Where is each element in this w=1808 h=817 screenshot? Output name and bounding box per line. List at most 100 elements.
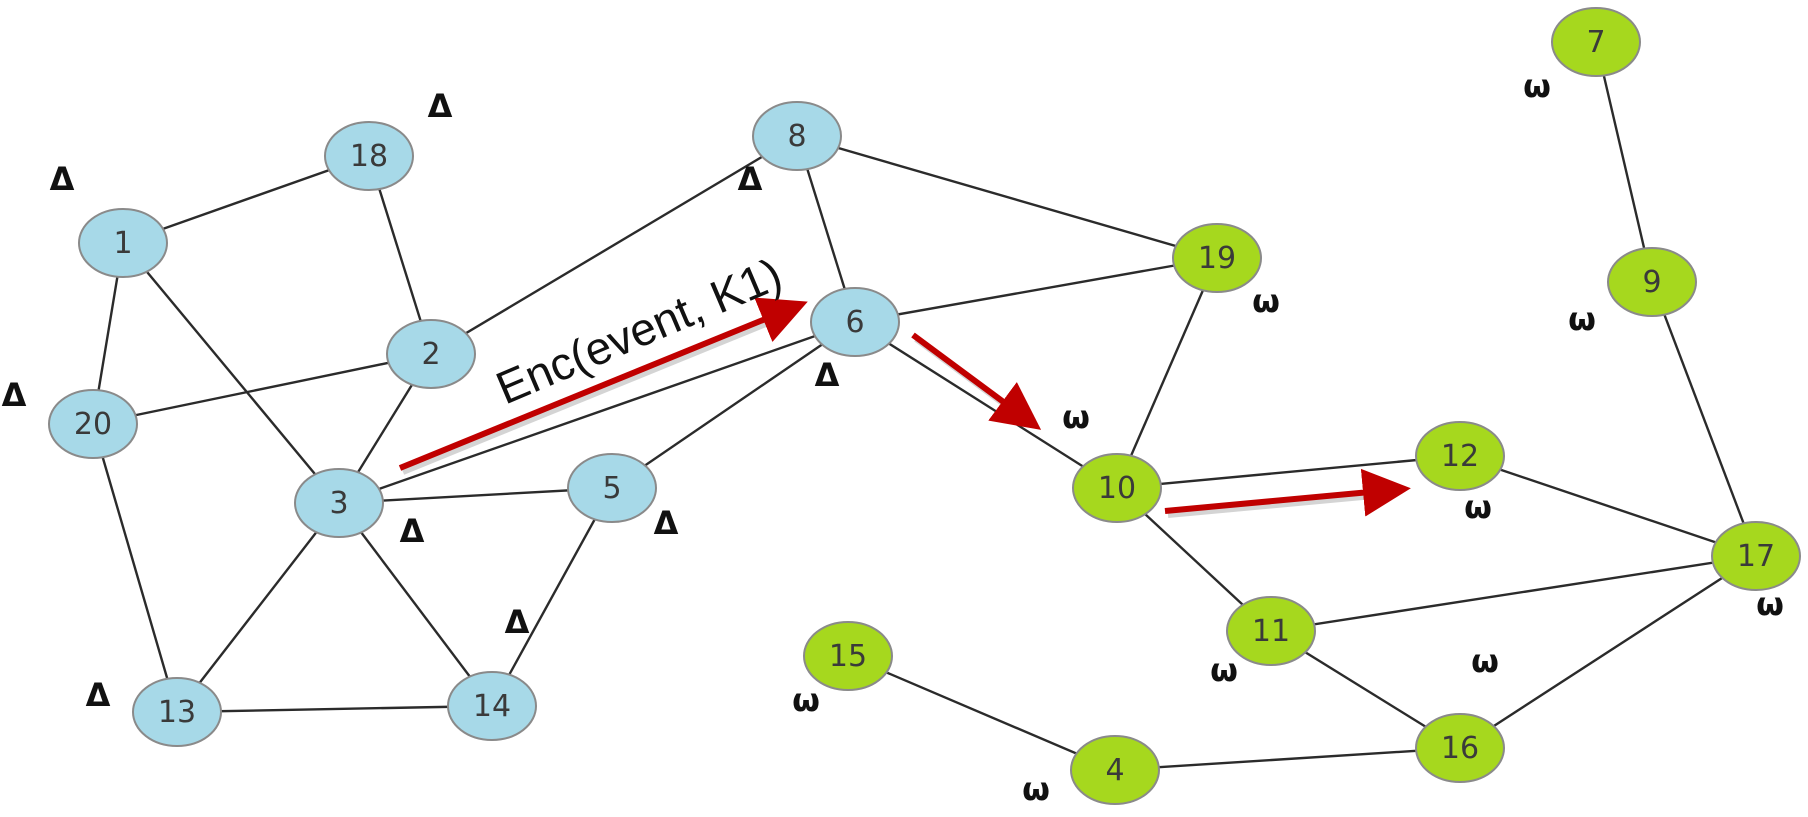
node-9-label: 9 <box>1642 265 1661 300</box>
node-6-label: 6 <box>845 305 864 340</box>
node-17-circle <box>1711 521 1801 591</box>
node-17: 17 <box>1711 521 1801 591</box>
node-1-circle <box>78 208 168 278</box>
node-8-circle <box>752 101 842 171</box>
node-12-marker: ω <box>1464 488 1492 526</box>
node-19: 19 <box>1172 223 1262 293</box>
node-16: 16 <box>1415 713 1505 783</box>
node-8-label: 8 <box>787 119 806 154</box>
edge-4-15 <box>847 654 1116 772</box>
node-14-label: 14 <box>473 689 511 724</box>
node-12-label: 12 <box>1441 439 1479 474</box>
edge-19-10 <box>1115 257 1219 489</box>
node-7-marker: ω <box>1523 67 1551 105</box>
node-13-circle <box>132 677 222 747</box>
node-1-label: 1 <box>113 226 132 261</box>
edge-16-4 <box>1114 746 1461 772</box>
node-7-circle <box>1551 7 1641 77</box>
node-11-label: 11 <box>1252 614 1290 649</box>
arrow-10-to-12-shadow <box>1167 492 1385 518</box>
node-3: 3 <box>294 468 384 538</box>
edge-10-12 <box>1116 454 1461 490</box>
node-9: 9 <box>1607 247 1697 317</box>
edge-3-14 <box>338 502 493 707</box>
edge-14-5 <box>490 487 614 707</box>
edge-3-5 <box>338 486 613 505</box>
node-10-circle <box>1072 453 1162 523</box>
edge-6-19 <box>854 256 1218 324</box>
edge-6-10 <box>854 320 1118 490</box>
node-1: 1 <box>78 208 168 278</box>
node-3-marker: Δ <box>400 512 425 550</box>
node-15-circle <box>803 621 893 691</box>
node-18-circle <box>324 121 414 191</box>
node-13-marker: Δ <box>86 676 111 714</box>
node-18: 18 <box>324 121 414 191</box>
node-14-circle <box>447 671 537 741</box>
node-4: 4 <box>1070 735 1160 805</box>
node-1-marker: Δ <box>50 160 75 198</box>
node-2-circle <box>386 319 476 389</box>
node-5-circle <box>567 453 657 523</box>
node-13: 13 <box>132 677 222 747</box>
node-17-label: 17 <box>1737 539 1775 574</box>
node-6: 6 <box>810 287 900 357</box>
arrows-layer <box>398 297 1411 518</box>
node-10: 10 <box>1072 453 1162 523</box>
node-7-label: 7 <box>1586 25 1605 60</box>
edge-9-17 <box>1650 281 1758 557</box>
node-20-circle <box>48 389 138 459</box>
node-3-circle <box>294 468 384 538</box>
node-2: 2 <box>386 319 476 389</box>
node-11-marker: ω <box>1210 651 1238 689</box>
node-15: 15 <box>803 621 893 691</box>
node-18-label: 18 <box>350 139 388 174</box>
arrow-3-to-6-shadow <box>401 314 785 475</box>
node-5-marker: Δ <box>654 504 679 542</box>
node-9-marker: ω <box>1568 300 1596 338</box>
edge-5-6 <box>611 321 856 489</box>
arrow-3-to-6 <box>398 297 808 471</box>
node-6-marker: Δ <box>815 356 840 394</box>
arrow-6-to-10 <box>911 332 1042 430</box>
node-15-label: 15 <box>829 639 867 674</box>
node-19-label: 19 <box>1198 241 1236 276</box>
node-14: 14 <box>447 671 537 741</box>
node-5-label: 5 <box>602 471 621 506</box>
edge-7-9 <box>1594 41 1654 283</box>
node-4-label: 4 <box>1105 753 1124 788</box>
node-19-circle <box>1172 223 1262 293</box>
edge-16-17 <box>1459 554 1757 750</box>
edge-8-19 <box>796 134 1218 260</box>
node-12-circle <box>1415 421 1505 491</box>
node-6-circle <box>810 287 900 357</box>
node-10-marker: ω <box>1062 398 1090 436</box>
node-8: 8 <box>752 101 842 171</box>
node-15-marker: ω <box>792 681 820 719</box>
edge-20-13 <box>91 423 179 713</box>
node-4-marker: ω <box>1022 770 1050 808</box>
node-2-label: 2 <box>421 337 440 372</box>
edge-3-13 <box>176 502 340 713</box>
edge-2-20 <box>92 352 432 426</box>
edge-3-6 <box>338 320 856 505</box>
edge-1-3 <box>122 242 340 504</box>
node-16-marker: ω <box>1471 642 1499 680</box>
node-12: 12 <box>1415 421 1505 491</box>
node-19-marker: ω <box>1252 282 1280 320</box>
node-20-label: 20 <box>74 407 112 442</box>
node-11-circle <box>1226 596 1316 666</box>
node-16-label: 16 <box>1441 731 1479 766</box>
node-9-circle <box>1607 247 1697 317</box>
edge-11-17 <box>1270 554 1757 633</box>
edge-13-14 <box>176 704 493 714</box>
node-20-marker: Δ <box>2 376 27 414</box>
node-10-label: 10 <box>1098 471 1136 506</box>
node-13-label: 13 <box>158 695 196 730</box>
node-14-marker: Δ <box>505 603 530 641</box>
node-11: 11 <box>1226 596 1316 666</box>
node-5: 5 <box>567 453 657 523</box>
